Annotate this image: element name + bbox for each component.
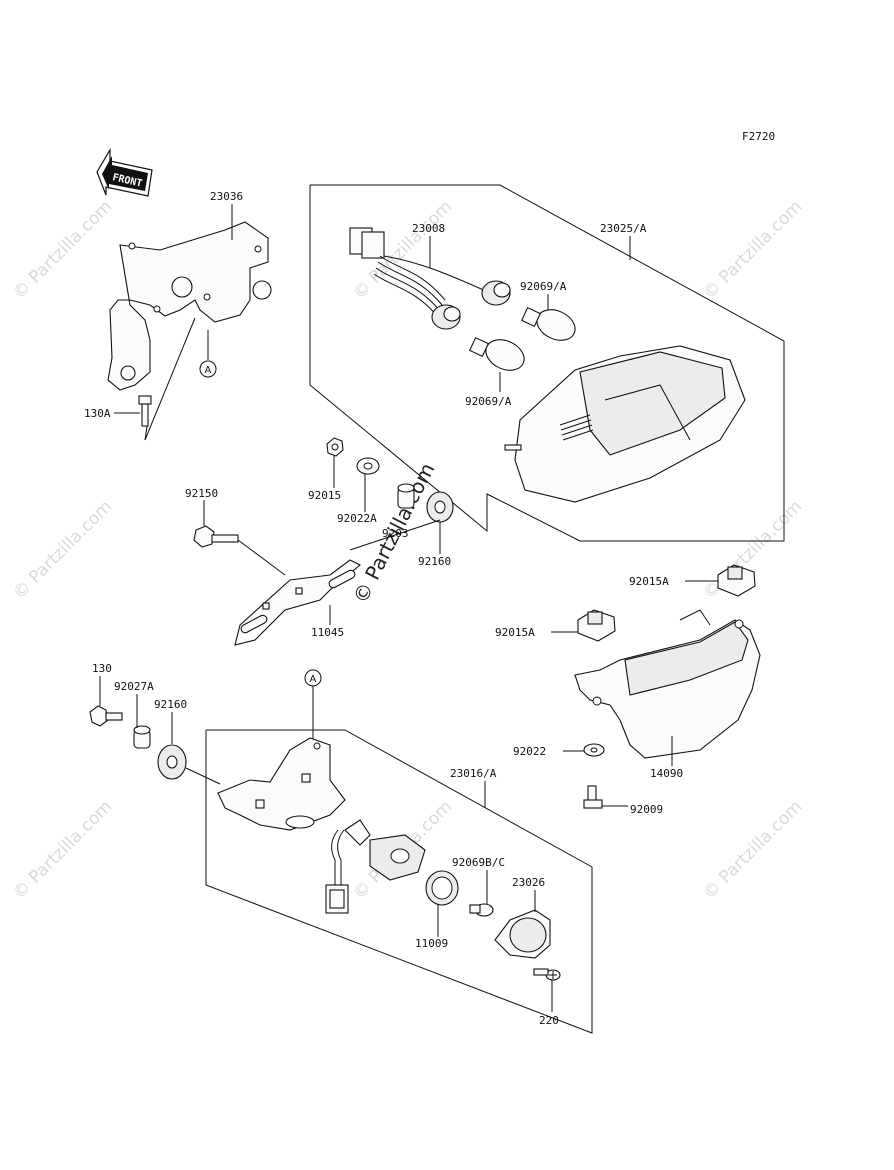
gasket-11009 bbox=[425, 870, 459, 906]
bracket-23036 bbox=[107, 221, 272, 391]
label-92150: 92150 bbox=[185, 487, 218, 500]
label-92027a: 92027A bbox=[114, 680, 154, 693]
label-92015: 92015 bbox=[308, 489, 341, 502]
bolt-130 bbox=[89, 705, 123, 727]
bracket-11045 bbox=[234, 559, 361, 646]
assembly-box-23025a bbox=[309, 184, 785, 542]
svg-text:A: A bbox=[205, 365, 212, 376]
bolt-130a bbox=[138, 395, 152, 427]
label-92022a: 92022A bbox=[337, 512, 377, 525]
lens-23026 bbox=[494, 909, 551, 959]
bolt-92150 bbox=[193, 525, 239, 548]
collar-9203x bbox=[397, 483, 415, 509]
grommet-92160-bottom bbox=[157, 744, 187, 780]
label-92069a-bottom: 92069/A bbox=[465, 395, 512, 408]
label-220: 220 bbox=[539, 1014, 559, 1027]
cover-14090 bbox=[574, 609, 761, 759]
washer-92022a bbox=[356, 457, 380, 475]
label-23008: 23008 bbox=[412, 222, 445, 235]
label-92069a-top: 92069/A bbox=[520, 280, 567, 293]
bulb-92069a-bottom bbox=[468, 336, 525, 371]
label-92015a-right: 92015A bbox=[629, 575, 669, 588]
harness-23008 bbox=[349, 227, 511, 330]
figure-code: F2720 bbox=[742, 130, 775, 143]
bulb-92069bc bbox=[469, 903, 494, 917]
watermark-tile: © Partzilla.com bbox=[699, 797, 806, 904]
label-11045: 11045 bbox=[311, 626, 344, 639]
nut-92015 bbox=[326, 437, 344, 457]
label-23016a: 23016/A bbox=[450, 767, 497, 780]
label-23026: 23026 bbox=[512, 876, 545, 889]
license-socket bbox=[325, 819, 426, 914]
label-130: 130 bbox=[92, 662, 112, 675]
bolt-92009 bbox=[583, 785, 603, 809]
svg-text:A: A bbox=[310, 674, 317, 685]
screw-220 bbox=[533, 968, 561, 981]
bulb-92069a-top bbox=[520, 306, 576, 341]
nut-92015a-left bbox=[577, 609, 616, 642]
collar-92027a bbox=[133, 725, 151, 749]
label-92160-bottom: 92160 bbox=[154, 698, 187, 711]
watermark-tile: © Partzilla.com bbox=[9, 197, 116, 304]
label-92015a-left: 92015A bbox=[495, 626, 535, 639]
washer-92022 bbox=[583, 743, 605, 757]
label-92160-top: 92160 bbox=[418, 555, 451, 568]
label-92009: 92009 bbox=[630, 803, 663, 816]
tail-lamp-body bbox=[504, 345, 746, 503]
grommet-92160-top bbox=[426, 491, 454, 523]
label-14090: 14090 bbox=[650, 767, 683, 780]
watermark-tile: © Partzilla.com bbox=[9, 797, 116, 904]
license-bracket bbox=[217, 737, 346, 831]
ref-marker-a-bottom: A bbox=[304, 669, 322, 745]
ref-marker-a-top: A bbox=[199, 330, 217, 378]
label-11009: 11009 bbox=[415, 937, 448, 950]
label-92069bc: 92069B/C bbox=[452, 856, 505, 869]
nut-92015a-right bbox=[717, 564, 756, 597]
label-130a: 130A bbox=[84, 407, 111, 420]
watermark-tile: © Partzilla.com bbox=[9, 497, 116, 604]
label-23036: 23036 bbox=[210, 190, 243, 203]
label-92022: 92022 bbox=[513, 745, 546, 758]
assembly-box-23016a bbox=[205, 729, 593, 1034]
front-arrow-icon: FRONT bbox=[96, 147, 153, 197]
watermark-tile: © Partzilla.com bbox=[699, 197, 806, 304]
label-23025a: 23025/A bbox=[600, 222, 647, 235]
